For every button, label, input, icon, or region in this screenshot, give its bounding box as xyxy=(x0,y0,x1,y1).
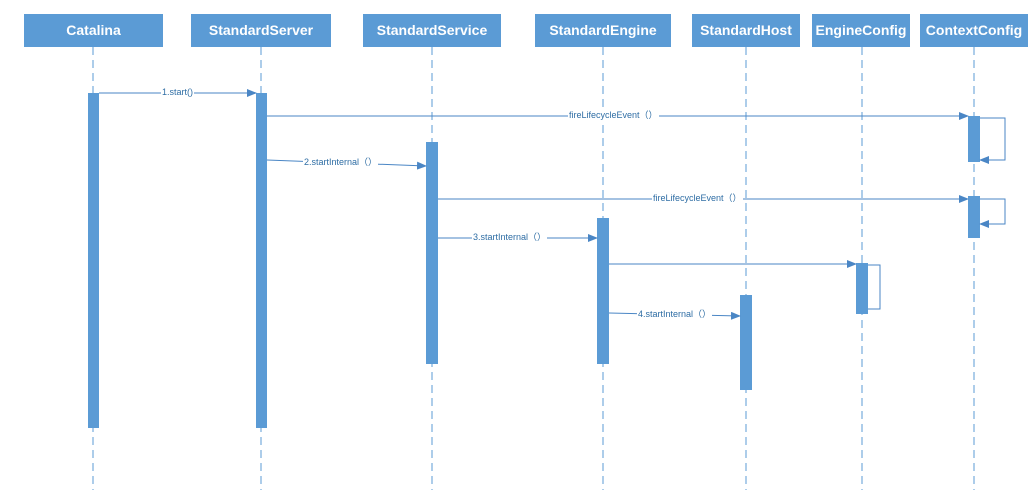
activation-context-config-2 xyxy=(968,196,980,238)
message-label-m7: 4.startInternal（） xyxy=(637,309,713,320)
activation-engine-config xyxy=(856,263,868,314)
message-label-m2: fireLifecycleEvent（） xyxy=(568,110,659,121)
activation-standard-service xyxy=(426,142,438,364)
participant-catalina: Catalina xyxy=(24,14,163,47)
message-label-m3: 2.startInternal（） xyxy=(303,157,379,168)
message-label-m4: fireLifecycleEvent（） xyxy=(652,193,743,204)
activation-standard-server xyxy=(256,93,267,428)
message-label-m1: 1.start() xyxy=(161,87,195,98)
activation-standard-engine xyxy=(597,218,609,364)
participant-engine-config: EngineConfig xyxy=(812,14,910,47)
message-label-m5: 3.startInternal（） xyxy=(472,232,548,243)
participant-standard-host: StandardHost xyxy=(692,14,800,47)
activation-context-config-1 xyxy=(968,116,980,162)
self-call-context-config-2 xyxy=(979,198,1006,228)
self-call-engine-config xyxy=(868,264,881,310)
participant-standard-engine: StandardEngine xyxy=(535,14,671,47)
participant-context-config: ContextConfig xyxy=(920,14,1028,47)
participant-standard-service: StandardService xyxy=(363,14,501,47)
activation-standard-host xyxy=(740,295,752,390)
activation-catalina xyxy=(88,93,99,428)
participant-standard-server: StandardServer xyxy=(191,14,331,47)
self-call-context-config-1 xyxy=(979,117,1006,164)
